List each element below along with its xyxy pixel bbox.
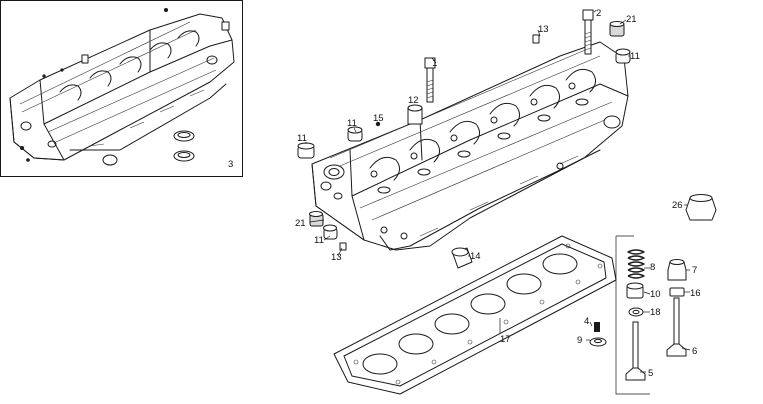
nozzle-4	[594, 322, 600, 332]
callout-21-upper: 21	[626, 14, 637, 25]
spring-retainer-10	[626, 282, 644, 299]
callout-12: 12	[408, 95, 419, 106]
callout-8: 8	[650, 262, 655, 273]
callout-5: 5	[648, 368, 653, 379]
callout-18: 18	[650, 307, 661, 318]
callout-9: 9	[577, 335, 582, 346]
cylinder-head	[311, 41, 629, 251]
valve-collet-16	[669, 287, 685, 297]
plug-21-upper	[609, 21, 625, 37]
inset-seal-upper	[173, 130, 195, 142]
callout-13-upper: 13	[538, 24, 549, 35]
leader-lines	[305, 9, 691, 373]
callout-11-right: 11	[630, 51, 640, 62]
inset-label: 3	[228, 159, 233, 170]
callout-17: 17	[500, 334, 511, 345]
callout-labels: 1 2 4 5 6 7 8 9 10 11 11 11 11 12 13 13 …	[295, 8, 701, 379]
dowel-15	[375, 121, 381, 127]
callout-7: 7	[692, 265, 697, 276]
callout-10: 10	[650, 289, 661, 300]
cap-14	[451, 247, 473, 269]
callout-14: 14	[470, 251, 481, 262]
head-bolt-long	[582, 9, 594, 55]
callout-11-center-top: 11	[347, 118, 357, 129]
dowel-13-lower	[339, 242, 347, 251]
valve-6	[666, 297, 687, 357]
inset-seal-lower	[173, 150, 195, 162]
callout-11-left-top: 11	[297, 133, 307, 144]
callout-16: 16	[690, 288, 701, 299]
callout-13-lower: 13	[331, 252, 342, 263]
sleeve-12	[407, 104, 423, 125]
head-bolt-short	[424, 57, 436, 103]
valve-5	[625, 321, 646, 381]
callout-21-lower: 21	[295, 218, 306, 229]
valve-spring-8	[627, 249, 645, 279]
callout-2: 2	[596, 8, 601, 19]
valve-seat-18	[628, 307, 644, 317]
callout-26: 26	[672, 200, 683, 211]
valve-stem-seal-7	[667, 259, 687, 281]
injector-sleeve-26	[685, 194, 717, 221]
callout-11-lower-left: 11	[314, 235, 324, 246]
plug-11-center-top	[347, 126, 363, 142]
plug-21-lower	[309, 211, 324, 227]
callout-15: 15	[373, 113, 384, 124]
plug-11-left-top	[297, 142, 315, 159]
inset-cylinder-head	[9, 8, 235, 166]
inset-assembly-view: 3	[0, 0, 243, 177]
dowel-13-upper	[532, 34, 540, 44]
plug-11-right	[615, 48, 631, 64]
washer-9	[589, 337, 607, 347]
bracket-line-valves	[615, 235, 650, 395]
callout-1: 1	[432, 58, 437, 69]
plug-11-lower-left	[323, 224, 338, 240]
callout-4: 4	[584, 316, 589, 327]
callout-6: 6	[692, 346, 697, 357]
